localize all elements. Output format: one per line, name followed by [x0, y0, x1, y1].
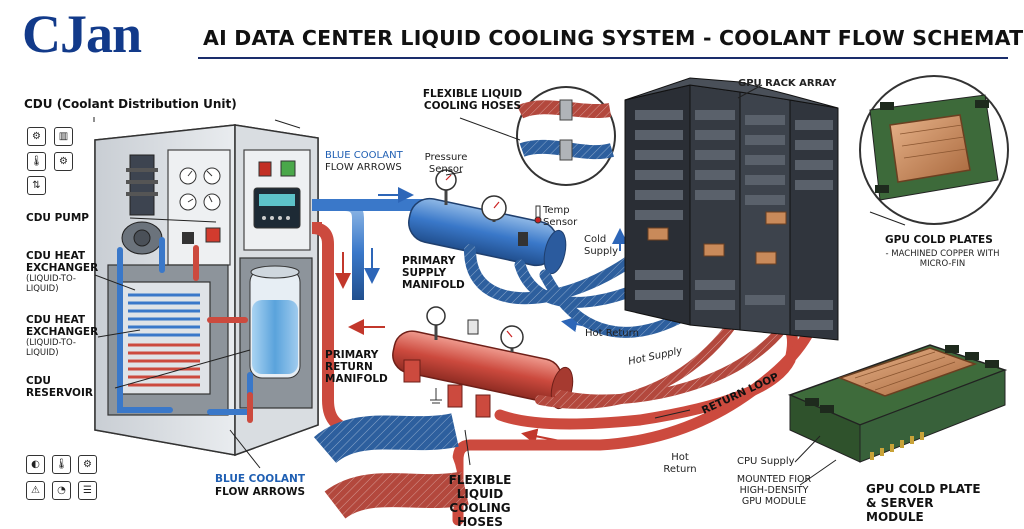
gear-icon: ⚙: [27, 127, 46, 146]
hoses-bottom-label: FLEXIBLE LIQUID COOLING HOSES: [448, 473, 512, 529]
pressure-sensor-label: Pressure Sensor: [424, 152, 468, 175]
cpu-supply-label: CPU Supply: [737, 456, 795, 467]
cdu-pump: [121, 154, 163, 255]
cdu-reservoir-tank: [249, 265, 301, 379]
cdu-hx-2-sub: (LIQUID-TO-LIQUID): [26, 338, 76, 358]
primary-supply-label: PRIMARY SUPPLY MANIFOLD: [402, 255, 465, 291]
hose-closeup-callout: [516, 86, 616, 186]
ground-symbol: [430, 388, 442, 404]
warning-icon: ⚠: [26, 481, 45, 500]
hot-return-mid-label: Hot Return: [585, 328, 639, 339]
mounted-for-label: MOUNTED FIOR HIGH-DENSITY GPU MODULE: [736, 474, 812, 507]
cdu-pump-label: CDU PUMP: [26, 212, 89, 224]
cdu-hx-1-sub: (LIQUID-TO-LIQUID): [26, 274, 76, 294]
temp-sensor-label: Temp Sensor: [543, 205, 578, 228]
cold-supply-label: Cold Supply: [584, 234, 619, 257]
cdu-hx-1-title: CDU HEAT EXCHANGER: [26, 250, 99, 274]
toggle-icon: ◐: [26, 455, 45, 474]
gpu-module-label: GPU COLD PLATE & SERVER MODULE: [866, 482, 981, 524]
cdu-heat-exchanger-label-1: CDU HEAT EXCHANGER (LIQUID-TO-LIQUID): [26, 250, 106, 294]
thermometer-icon: 🌡: [27, 152, 46, 171]
blue-arrows-bottom-1: BLUE COOLANT: [215, 473, 305, 485]
hot-return-bottom-label: Hot Return: [663, 452, 697, 475]
temp-sensor-icon: [534, 205, 542, 224]
hose-closeup-bottom: [313, 413, 469, 526]
title-underline: [198, 57, 1008, 59]
cdu-title-label: CDU (Coolant Distribution Unit): [24, 97, 237, 111]
sliders-icon: ☰: [78, 481, 97, 500]
brand-logo: CJan: [22, 4, 142, 64]
primary-return-manifold: [392, 306, 574, 418]
gpu-server-module: [787, 344, 1008, 463]
cdu-reservoir-label: CDU RESERVOIR: [26, 375, 93, 399]
gpu-rack-array-label: GPU RACK ARRAY: [738, 78, 837, 89]
gauge-icon: ◔: [52, 481, 71, 500]
gpu-cold-plates-label: GPU COLD PLATES: [885, 234, 993, 246]
hoses-top-label: FLEXIBLE LIQUID COOLING HOSES: [422, 88, 523, 112]
primary-return-label: PRIMARY RETURN MANIFOLD: [325, 349, 388, 385]
primary-supply-manifold: [408, 169, 567, 275]
gpu-rack-array: [624, 77, 839, 341]
gear-icon: ⚙: [54, 152, 73, 171]
blue-arrows-label-top-1: BLUE COOLANT: [325, 150, 403, 161]
bar-chart-icon: ▥: [54, 127, 73, 146]
thermometer-icon: ⇅: [27, 176, 46, 195]
blue-arrows-label-top-2: FLOW ARROWS: [325, 162, 402, 173]
blue-arrows-label-bottom-1: BLUE COOLANT: [215, 473, 305, 485]
gpu-cold-plates-sub: - MACHINED COPPER WITH MICRO-FIN: [885, 249, 1000, 269]
page-title: AI DATA CENTER LIQUID COOLING SYSTEM - C…: [203, 26, 1024, 50]
blue-arrows-label-bottom-2: FLOW ARROWS: [215, 486, 306, 498]
cdu-heat-exchanger: [117, 281, 211, 395]
cold-plate-closeup-callout: [859, 75, 1009, 225]
thermometer-icon: 🌡: [52, 455, 71, 474]
cdu-hx-2-title: CDU HEAT EXCHANGER: [26, 314, 99, 338]
cdu-heat-exchanger-label-2: CDU HEAT EXCHANGER (LIQUID-TO-LIQUID): [26, 314, 106, 358]
gear-icon: ⚙: [78, 455, 97, 474]
